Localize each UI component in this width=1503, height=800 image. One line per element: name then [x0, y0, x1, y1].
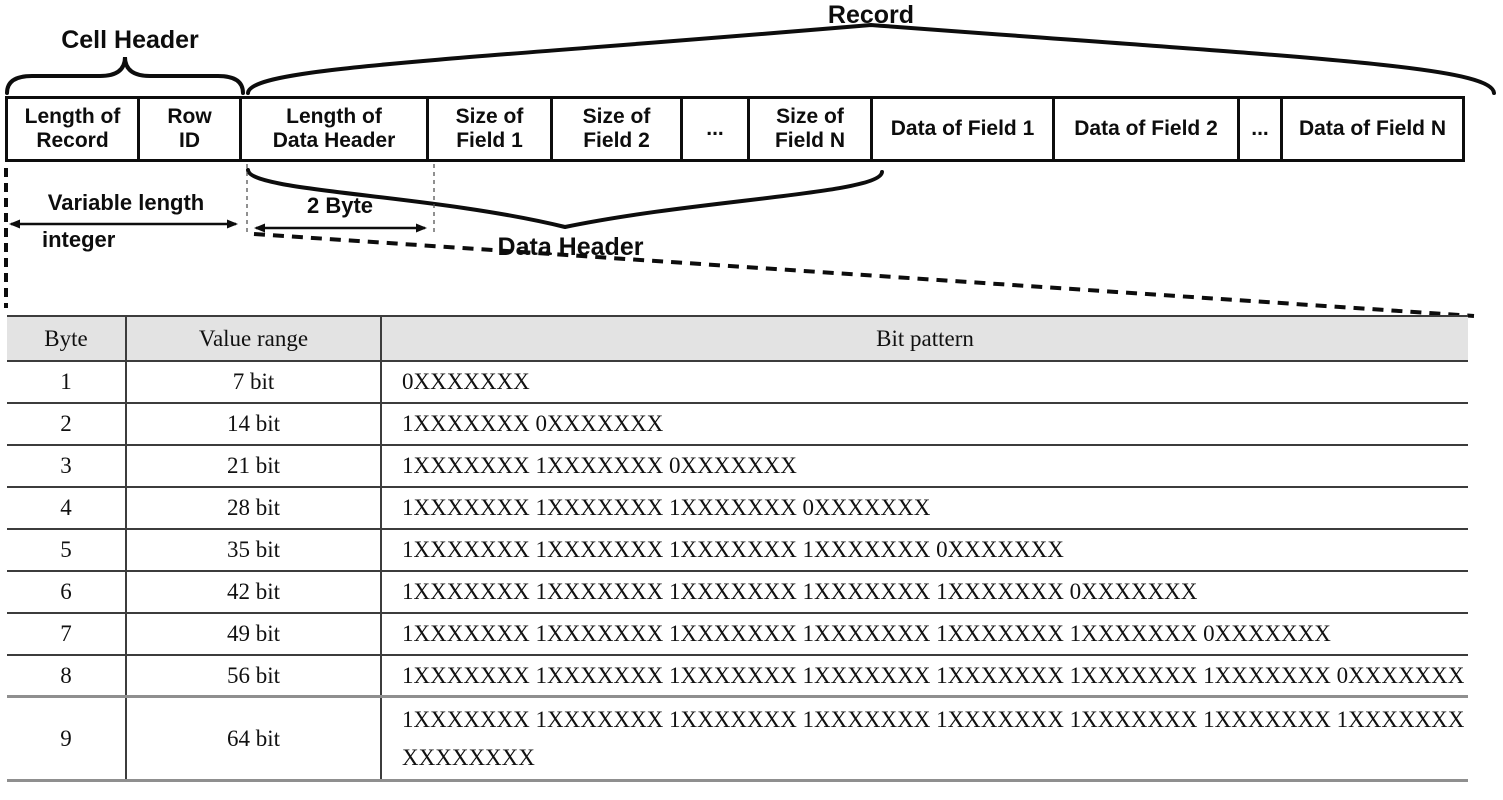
variable-length-integer-label: integer [42, 227, 116, 252]
record-cell-7: Data of Field 1 [870, 96, 1055, 162]
record-cell-10: Data of Field N [1280, 96, 1465, 162]
byte-cell: 4 [60, 495, 72, 520]
cell-header-label: Cell Header [61, 26, 199, 54]
record-cell-8: Data of Field 2 [1052, 96, 1240, 162]
record-cell-4: Size of Field 2 [550, 96, 683, 162]
record-cell-3: Size of Field 1 [426, 96, 553, 162]
byte-column-header: Byte [44, 325, 88, 351]
value-range-cell: 42 bit [125, 572, 380, 612]
bit-pattern-cell: 1XXXXXXX 1XXXXXXX 1XXXXXXX 0XXXXXXX [380, 488, 1468, 528]
value-range-cell: 56 bit [125, 656, 380, 695]
value-range-cell: 49 bit [125, 614, 380, 654]
bit-pattern-column-header: Bit pattern [380, 317, 1468, 360]
data-header-brace [246, 168, 884, 229]
byte-cell: 7 [60, 621, 72, 646]
record-cell-1: Row ID [137, 96, 242, 162]
bit-pattern-cell: 1XXXXXXX 1XXXXXXX 1XXXXXXX 1XXXXXXX 0XXX… [380, 530, 1468, 570]
value-range-cell: 7 bit [125, 362, 380, 402]
record-cell-5: ... [680, 96, 750, 162]
byte-cell: 3 [60, 453, 72, 478]
zoom-diagonal-dashed-line [253, 232, 1475, 318]
value-range-cell: 28 bit [125, 488, 380, 528]
value-range-cell: 64 bit [125, 698, 380, 779]
byte-cell: 8 [60, 662, 72, 688]
bit-pattern-cell: 1XXXXXXX 1XXXXXXX 1XXXXXXX 1XXXXXXX 1XXX… [380, 614, 1468, 654]
value-range-cell: 21 bit [125, 446, 380, 486]
record-cell-0: Length of Record [5, 96, 140, 162]
record-label: Record [827, 1, 915, 29]
value-range-cell: 35 bit [125, 530, 380, 570]
bit-pattern-cell: 1XXXXXXX 1XXXXXXX 1XXXXXXX 1XXXXXXX 1XXX… [380, 698, 1468, 779]
byte-cell: 6 [60, 579, 72, 604]
record-cell-2: Length of Data Header [239, 96, 429, 162]
record-cell-9: ... [1237, 96, 1283, 162]
record-cell-6: Size of Field N [747, 96, 873, 162]
bit-pattern-cell: 1XXXXXXX 1XXXXXXX 1XXXXXXX 1XXXXXXX 1XXX… [380, 656, 1468, 695]
cell-header-brace [5, 56, 245, 95]
bit-pattern-cell: 1XXXXXXX 1XXXXXXX 1XXXXXXX 1XXXXXXX 1XXX… [380, 572, 1468, 612]
value-range-column-header: Value range [125, 317, 380, 360]
byte-cell: 5 [60, 537, 72, 562]
variable-length-label: Variable length [47, 190, 205, 215]
value-range-cell: 14 bit [125, 404, 380, 444]
byte-cell: 2 [60, 411, 72, 436]
byte-cell: 1 [60, 369, 72, 394]
data-header-label: Data Header [497, 233, 644, 261]
bit-pattern-cell: 1XXXXXXX 1XXXXXXX 0XXXXXXX [380, 446, 1468, 486]
bit-pattern-cell: 0XXXXXXX [380, 362, 1468, 402]
record-brace [246, 23, 1496, 95]
bit-pattern-cell: 1XXXXXXX 0XXXXXXX [380, 404, 1468, 444]
two-byte-label: 2 Byte [306, 193, 374, 218]
byte-cell: 9 [60, 725, 72, 751]
